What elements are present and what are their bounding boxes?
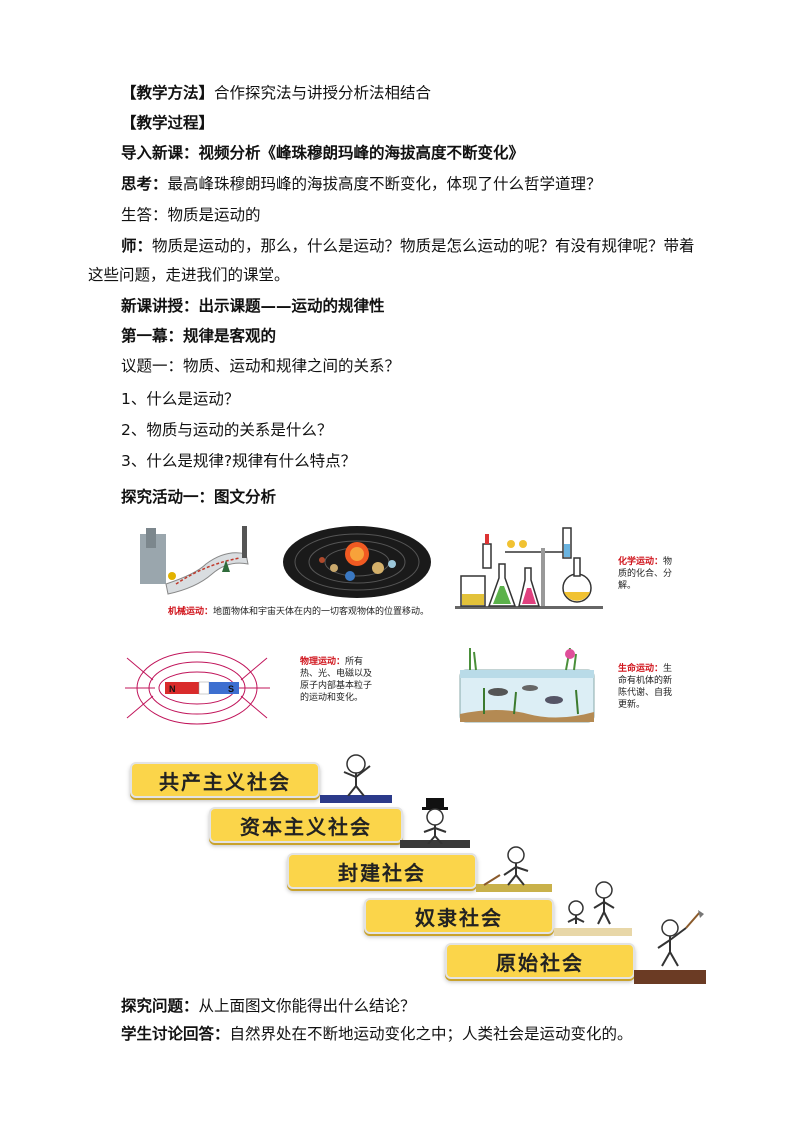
stair-slave-society: 奴隶社会	[364, 898, 554, 934]
intro-line: 导入新课：视频分析《峰珠穆朗玛峰的海拔高度不断变化》	[121, 143, 524, 163]
teacher-paragraph: 师：物质是运动的，那么，什么是运动？物质是怎么运动的呢？有没有规律呢？带着这些问…	[88, 232, 708, 290]
stair-feudal-society: 封建社会	[287, 853, 477, 889]
student-discussion-line: 学生讨论回答：自然界处在不断地运动变化之中；人类社会是运动变化的。	[121, 1024, 633, 1044]
teaching-method-line: 【教学方法】合作探究法与讲授分析法相结合	[121, 83, 431, 103]
solar-system-illustration	[283, 526, 431, 598]
cartoon-figure-feudal	[483, 846, 529, 886]
mechanical-motion-caption: 机械运动：地面物体和宇宙天体在内的一切客观物体的位置移动。	[168, 606, 458, 618]
cartoon-figure-capitalist	[422, 798, 448, 844]
label: 师：	[121, 237, 153, 255]
text: 合作探究法与讲授分析法相结合	[214, 84, 432, 102]
question-one: 1、什么是运动？	[121, 390, 240, 408]
stair-primitive-society: 原始社会	[445, 943, 635, 979]
stair-capitalist-society: 资本主义社会	[209, 807, 403, 843]
magnet-south-label: S	[228, 684, 234, 694]
caption-label: 物理运动：	[300, 657, 346, 667]
caption-label: 生命运动：	[618, 664, 664, 674]
label: 导入新课：	[121, 144, 199, 162]
caption-label: 机械运动：	[168, 607, 214, 617]
chemical-motion-caption: 化学运动：物质的化合、分解。	[618, 556, 674, 592]
explore-question-line: 探究问题：从上面图文你能得出什么结论？	[121, 996, 416, 1016]
caption-label: 化学运动：	[618, 557, 664, 567]
caption-text: 地面物体和宇宙天体在内的一切客观物体的位置移动。	[213, 607, 430, 617]
magnet-north-label: N	[169, 684, 176, 694]
cartoon-figure-primitive	[657, 910, 704, 967]
stair-base	[400, 840, 470, 848]
life-motion-caption: 生命运动：生命有机体的新陈代谢、自我更新。	[618, 663, 676, 711]
cartoon-figures-slave	[567, 881, 615, 925]
caption-text: 物质的化合、分解。	[618, 557, 673, 591]
act-one-heading: 第一幕：规律是客观的	[121, 327, 277, 345]
magnetic-field-illustration: N S	[125, 651, 270, 725]
caption-text: 生命有机体的新陈代谢、自我更新。	[618, 664, 673, 710]
text: 自然界处在不断地运动变化之中；人类社会是运动变化的。	[229, 1025, 633, 1043]
question-two: 2、物质与运动的关系是什么？	[121, 421, 333, 439]
chemistry-lab-illustration	[455, 527, 603, 609]
text: 物质是运动的，那么，什么是运动？物质是怎么运动的呢？有没有规律呢？带着这些问题，…	[88, 237, 695, 284]
student-answer-line: 生答：物质是运动的	[121, 206, 261, 224]
pond-ecosystem-illustration	[459, 648, 595, 723]
stair-base	[634, 970, 706, 984]
text: 视频分析《峰珠穆朗玛峰的海拔高度不断变化》	[198, 144, 525, 162]
explore-activity-heading: 探究活动一：图文分析	[121, 488, 277, 506]
label: 学生讨论回答：	[121, 1025, 230, 1043]
teaching-process-heading: 【教学过程】	[121, 114, 215, 132]
stair-base	[320, 795, 392, 803]
mechanical-motion-illustration	[136, 524, 256, 596]
text: 最高峰珠穆朗玛峰的海拔高度不断变化，体现了什么哲学道理？	[167, 175, 602, 193]
question-three: 3、什么是规律?规律有什么特点？	[121, 452, 357, 470]
cartoon-figure-communist	[343, 754, 371, 796]
topic-one-line: 议题一：物质、运动和规律之间的关系？	[121, 357, 401, 375]
text: 从上面图文你能得出什么结论？	[198, 997, 416, 1015]
stair-base	[554, 928, 632, 936]
label: 思考：	[121, 175, 168, 193]
new-lesson-line: 新课讲授：出示课题——运动的规律性	[121, 297, 385, 315]
stair-base	[476, 884, 552, 892]
caption-text: 所有热、光、电磁以及原子内部基本粒子的运动和变化。	[300, 657, 373, 703]
label: 探究问题：	[121, 997, 199, 1015]
physical-motion-caption: 物理运动：所有热、光、电磁以及原子内部基本粒子的运动和变化。	[300, 656, 372, 704]
label: 【教学方法】	[121, 84, 215, 102]
think-line: 思考：最高峰珠穆朗玛峰的海拔高度不断变化，体现了什么哲学道理？	[121, 174, 602, 194]
stair-communist-society: 共产主义社会	[130, 762, 320, 798]
